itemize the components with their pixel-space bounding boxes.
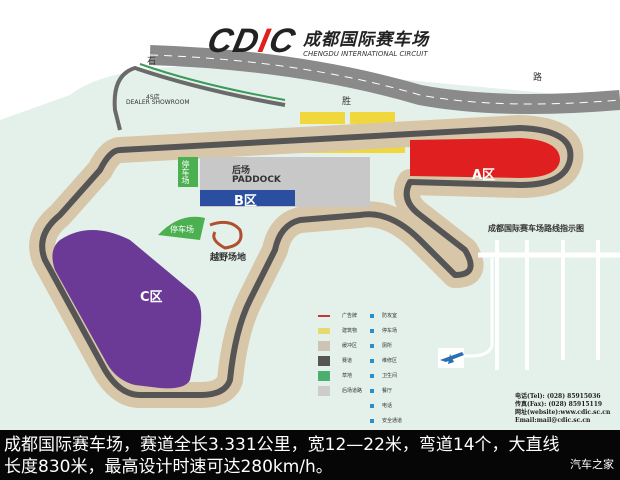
contact-fax: 传真(Fax): (028) 85915119: [515, 401, 603, 408]
airport-road: [455, 258, 494, 358]
parking-area-1: [178, 157, 198, 187]
paddock-label-cn: 后场: [232, 166, 251, 176]
parking-label-2: 停车场: [170, 225, 194, 234]
contact-web[interactable]: 网址(website):www.cdic.sc.cn: [515, 409, 611, 416]
track-swatch: [318, 355, 330, 366]
showroom-road: [112, 65, 286, 131]
circuit-map: [0, 45, 620, 430]
toilet-icon: [370, 343, 374, 348]
road-label: 石: [147, 57, 157, 67]
exit-icon: [370, 418, 374, 423]
repair-icon: [370, 358, 374, 363]
logo-mark: CDIC: [204, 22, 300, 60]
zone-a-area: [410, 138, 560, 178]
contact-tel: 电话(Tel): (028) 85915036: [515, 393, 601, 400]
paddock-road-swatch: [318, 385, 330, 396]
road-label: 胜: [342, 97, 352, 107]
road-label: 路: [533, 73, 543, 83]
restroom-icon: [370, 373, 374, 378]
restaurant-icon: [370, 388, 374, 393]
zone-a-label: A区: [472, 168, 496, 183]
watermark: 汽车之家: [570, 458, 614, 471]
legend-left: 广告牌 建筑物 缓冲区 赛道 草地 后场道路: [318, 308, 362, 398]
legend-right: 防攻室 停车场 厕所 维修区 卫生间 餐厅 电话 安全通道: [370, 308, 402, 428]
grass-swatch: [318, 370, 330, 381]
race-track: [39, 125, 574, 398]
offroad-label: 越野场地: [210, 253, 247, 263]
airplane-icon: [438, 348, 464, 368]
caption-line-2: 长度830米，最高设计时速可达280km/h。: [4, 457, 333, 477]
phone-icon: [370, 403, 374, 408]
logo-name-en: CHENGDU INTERNATIONAL CIRCUIT: [303, 50, 428, 58]
paddock-label-en: PADDOCK: [232, 175, 281, 185]
green-border: [139, 63, 286, 101]
caption-line-1: 成都国际赛车场，赛道全长3.331公里，宽12—22米，弯道14个，大直线: [4, 435, 560, 455]
caption-bar: 成都国际赛车场，赛道全长3.331公里，宽12—22米，弯道14个，大直线 长度…: [0, 430, 620, 480]
cdic-logo: CDIC 成都国际赛车场 CHENGDU INTERNATIONAL CIRCU…: [204, 22, 430, 61]
zone-b-label: B区: [234, 194, 257, 209]
legend-icon: [370, 313, 374, 318]
parking-label-1: 停车场: [181, 160, 190, 184]
zone-c-label: C区: [140, 290, 163, 305]
building: [350, 112, 395, 124]
parking-area-2: [158, 216, 205, 240]
showroom-label-en: DEALER SHOWROOM: [126, 99, 190, 106]
showroom-label-cn: 4S店: [146, 94, 160, 101]
logo-name-cn: 成都国际赛车场: [303, 30, 430, 50]
parking-icon: [370, 328, 374, 333]
zone-c-area: [52, 230, 202, 389]
contact-info: 电话(Tel): (028) 85915036 传真(Fax): (028) 8…: [515, 393, 610, 425]
billboard-swatch: [318, 314, 330, 317]
building: [300, 112, 345, 124]
offroad-track: [209, 220, 243, 250]
building-swatch: [318, 327, 330, 334]
buffer-swatch: [318, 340, 330, 351]
contact-email[interactable]: Email:mail@cdic.sc.cn: [515, 417, 591, 424]
route-map-title: 成都国际赛车场路线指示图: [488, 223, 584, 233]
road-centerline: [149, 54, 620, 105]
zone-b-area: [200, 190, 295, 206]
